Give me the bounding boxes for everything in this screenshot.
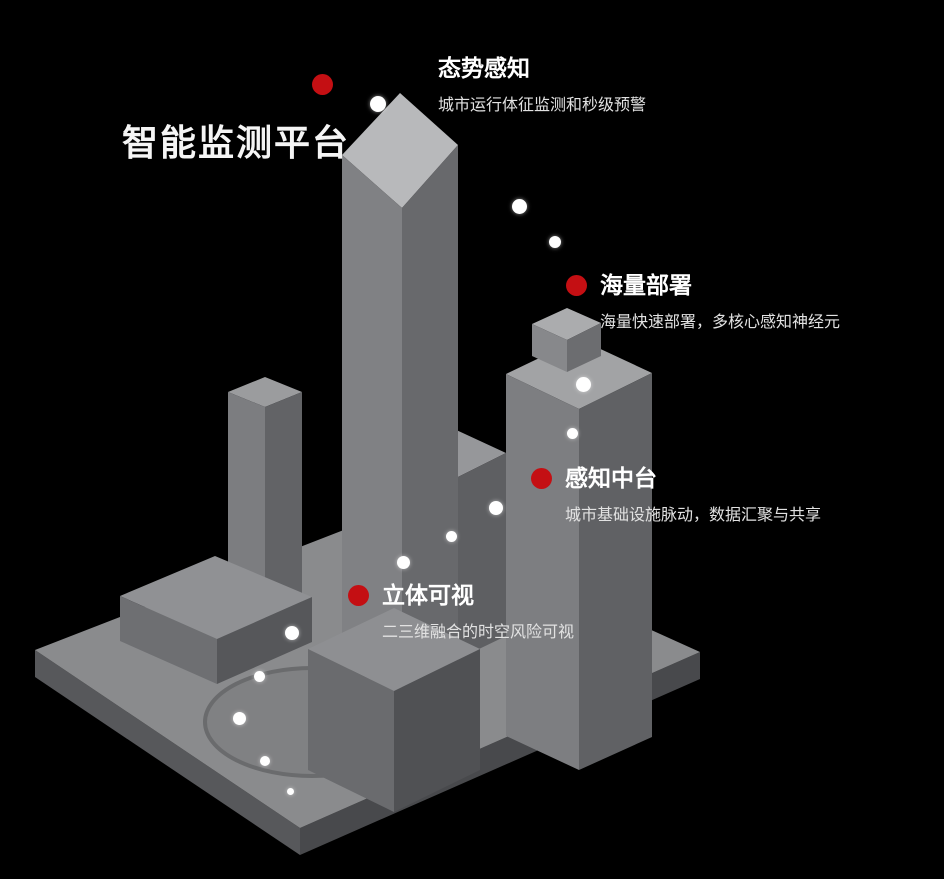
building-front-box	[308, 608, 480, 812]
feature-heading: 感知中台	[565, 465, 657, 491]
feature-heading: 态势感知	[438, 55, 530, 81]
feature-situational-awareness: 态势感知 城市运行体征监测和秒级预警	[438, 55, 646, 116]
feature-marker-dot	[566, 275, 587, 297]
building-central-tower	[342, 93, 458, 706]
title-marker-dot	[312, 74, 333, 95]
feature-description: 二三维融合的时空风险可视	[382, 623, 575, 641]
rooftop-box	[532, 308, 601, 372]
feature-description: 城市基础设施脉动，数据汇聚与共享	[565, 506, 822, 524]
feature-description: 海量快速部署，多核心感知神经元	[600, 313, 841, 331]
feature-description: 城市运行体征监测和秒级预警	[438, 96, 647, 114]
feature-3d-visualization: 立体可视 二三维融合的时空风险可视	[348, 582, 574, 643]
feature-heading: 海量部署	[600, 272, 692, 298]
building-right-tower	[506, 308, 652, 770]
building-low-slab	[120, 556, 312, 684]
feature-marker-dot	[348, 585, 369, 607]
page-title: 智能监测平台	[122, 122, 351, 163]
feature-massive-deployment: 海量部署 海量快速部署，多核心感知神经元	[566, 272, 840, 333]
feature-marker-dot	[531, 468, 552, 490]
feature-heading: 立体可视	[382, 582, 474, 608]
feature-perception-platform: 感知中台 城市基础设施脉动，数据汇聚与共享	[531, 465, 821, 526]
